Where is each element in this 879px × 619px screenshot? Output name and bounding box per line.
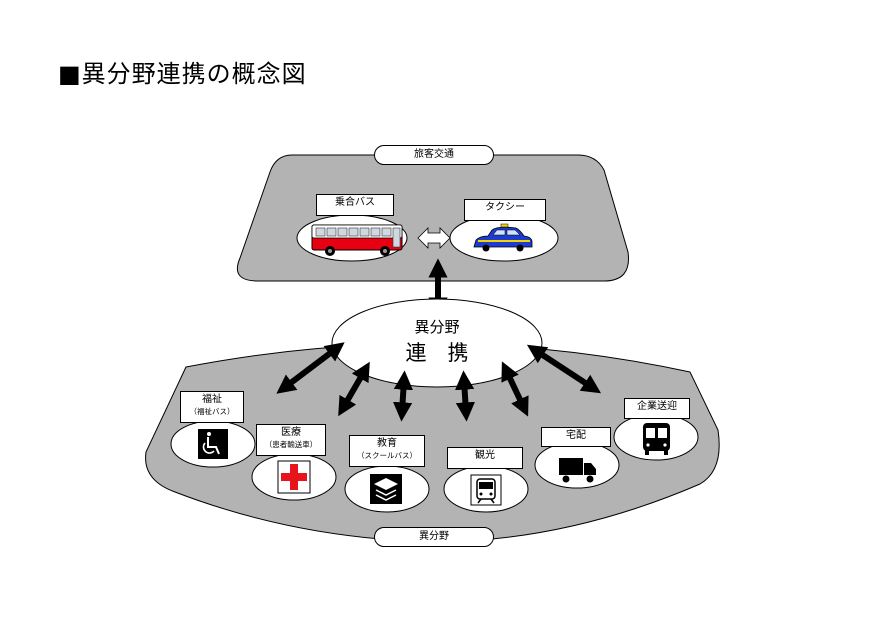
cross-sector-subtitle: 連 携	[405, 341, 469, 365]
welfare-label-sub: （福祉バス）	[189, 406, 235, 416]
passenger-transport-label: 旅客交通	[374, 145, 494, 165]
taxi-icon	[473, 223, 533, 252]
education-label-sub: （スクールバス）	[357, 450, 417, 460]
graduation-cap-icon	[370, 474, 402, 504]
bus-label: 乗合バス	[316, 194, 394, 216]
red-cross-icon	[277, 460, 311, 494]
tourism-label: 観光	[447, 447, 523, 469]
welfare-label-main: 福祉	[202, 394, 222, 405]
education-label: 教育 （スクールバス）	[349, 435, 425, 467]
link-arrows	[276, 342, 602, 422]
medical-label: 医療 （患者輸送車）	[256, 424, 326, 456]
education-label-main: 教育	[377, 438, 397, 449]
wheelchair-icon	[198, 429, 228, 459]
bus-front-icon	[643, 423, 670, 455]
train-icon	[470, 474, 502, 506]
medical-label-sub: （患者輸送車）	[264, 439, 318, 449]
corporate-shuttle-label-main: 企業送迎	[637, 401, 677, 412]
cross-sector-title: 異分野	[414, 318, 460, 336]
truck-icon	[559, 458, 596, 483]
corporate-shuttle-label: 企業送迎	[624, 398, 690, 419]
medical-label-main: 医療	[281, 427, 301, 438]
delivery-label: 宅配	[541, 427, 611, 447]
page-title: ■異分野連携の概念図	[58, 60, 307, 88]
bus-icon	[311, 224, 403, 256]
welfare-label: 福祉 （福祉バス）	[180, 391, 244, 423]
tourism-label-main: 観光	[475, 450, 495, 461]
taxi-label: タクシー	[464, 199, 546, 221]
passenger-transport-panel	[236, 154, 629, 282]
other-fields-label: 異分野	[374, 527, 494, 547]
bus-taxi-double-arrow	[417, 227, 451, 249]
delivery-label-main: 宅配	[566, 430, 586, 441]
